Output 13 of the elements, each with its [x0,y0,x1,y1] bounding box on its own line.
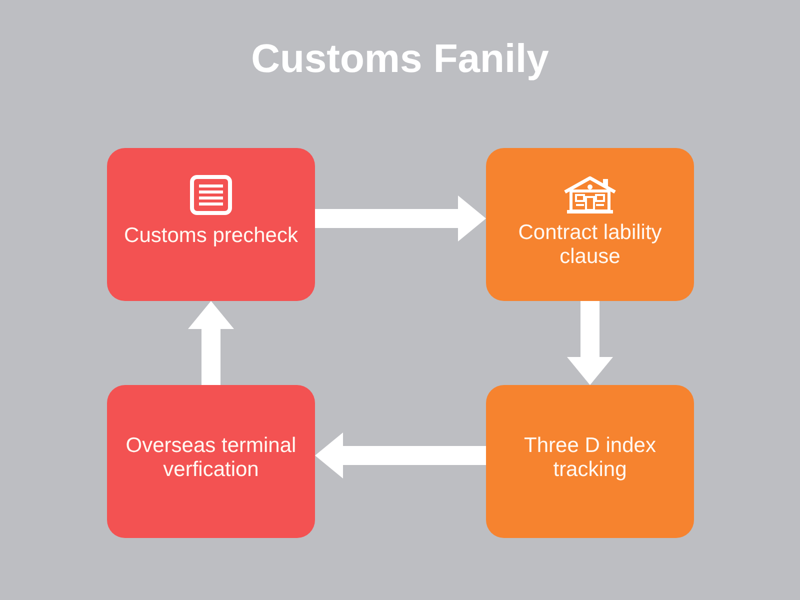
node-label: Overseas terminal verfication [124,434,298,482]
node-label: Three D index tracking [523,434,657,482]
block-arrow [315,432,486,478]
block-arrow [315,196,486,242]
node-label: Contract lability clause [517,221,663,269]
process-box [486,148,694,301]
block-arrow [188,301,234,385]
process-box [107,148,315,301]
process-box [107,385,315,538]
process-box [486,385,694,538]
block-arrow [567,301,613,385]
title: Customs Fanily [250,36,550,83]
node-label: Customs precheck [124,224,298,248]
